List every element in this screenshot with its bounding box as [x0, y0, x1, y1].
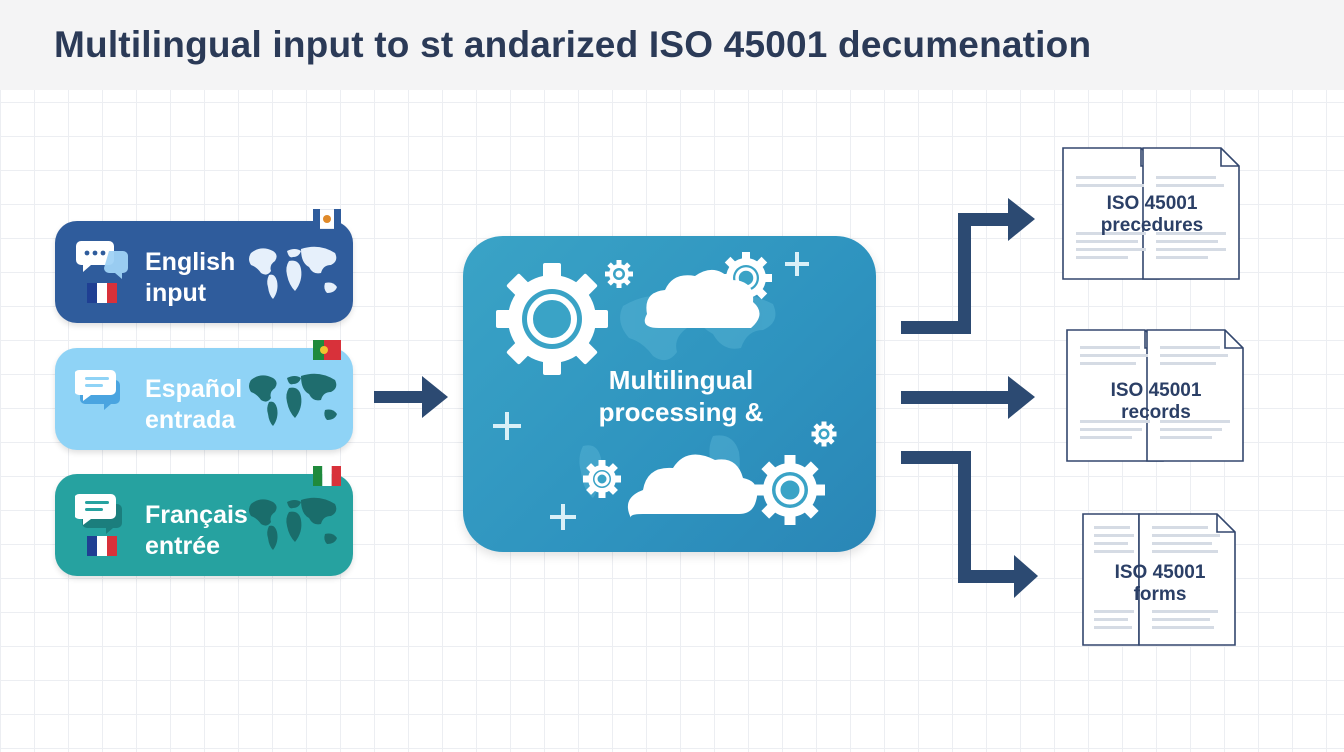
input-label-line2: entrada [145, 406, 236, 434]
input-label-english: English input [145, 247, 235, 309]
chat-bubble-icon [76, 241, 128, 279]
output-label-records: ISO 45001 records [1066, 380, 1246, 424]
title-bar: Multilingual input to st andarized ISO 4… [0, 0, 1344, 90]
world-map-icon [249, 497, 337, 550]
gear-icon [755, 455, 825, 525]
page-title: Multilingual input to st andarized ISO 4… [54, 24, 1092, 65]
input-label-line1: Français [145, 501, 248, 529]
input-label-line2: entrée [145, 532, 221, 560]
input-card-english: English input [55, 221, 353, 323]
hub-label: Multilingual processing & [571, 364, 791, 428]
hub-label-line2: processing & [598, 397, 764, 427]
input-label-line1: Español [145, 375, 243, 403]
flag-icon [313, 466, 341, 491]
plus-icon [550, 504, 576, 530]
output-label-line1: ISO 45001 [1110, 380, 1202, 401]
output-label-procedures: ISO 45001 precedures [1062, 193, 1242, 237]
world-map-icon [249, 373, 337, 426]
gear-icon [583, 460, 621, 498]
flag-icon [87, 283, 117, 308]
document-icon [1082, 513, 1236, 646]
hub-label-line1: Multilingual [608, 365, 754, 395]
input-label-line1: English [145, 248, 236, 276]
flag-icon [312, 208, 342, 234]
flag-icon [87, 536, 117, 561]
input-label-line2: input [145, 279, 207, 307]
flag-icon [313, 340, 341, 365]
input-label-espanol: Español entrada [145, 374, 242, 436]
cloud-icon [644, 269, 760, 328]
input-card-espanol: Español entrada [55, 348, 353, 450]
gear-icon [605, 260, 633, 288]
output-label-forms: ISO 45001 forms [1082, 562, 1238, 606]
input-label-francais: Français entrée [145, 500, 248, 562]
output-label-line2: records [1121, 402, 1191, 423]
cloud-icon [627, 454, 758, 518]
document-icon [1062, 147, 1240, 280]
document-icon [1066, 329, 1244, 462]
plus-icon [493, 412, 521, 440]
output-label-line1: ISO 45001 [1114, 562, 1206, 583]
arrow-icon [374, 198, 1038, 598]
input-card-francais: Français entrée [55, 474, 353, 576]
output-label-line2: precedures [1100, 215, 1204, 236]
chat-bubble-icon [75, 494, 122, 534]
output-label-line2: forms [1133, 584, 1187, 605]
plus-icon [785, 252, 809, 276]
output-doc-forms: ISO 45001 forms [1082, 512, 1262, 647]
gear-icon [811, 421, 837, 447]
chat-bubble-icon [75, 370, 120, 410]
gear-icon [496, 263, 608, 375]
processing-hub: Multilingual processing & [463, 236, 876, 552]
output-doc-procedures: ISO 45001 precedures [1062, 146, 1242, 281]
world-map-icon [249, 246, 337, 299]
output-label-line1: ISO 45001 [1106, 193, 1198, 214]
output-doc-records: ISO 45001 records [1066, 328, 1246, 463]
